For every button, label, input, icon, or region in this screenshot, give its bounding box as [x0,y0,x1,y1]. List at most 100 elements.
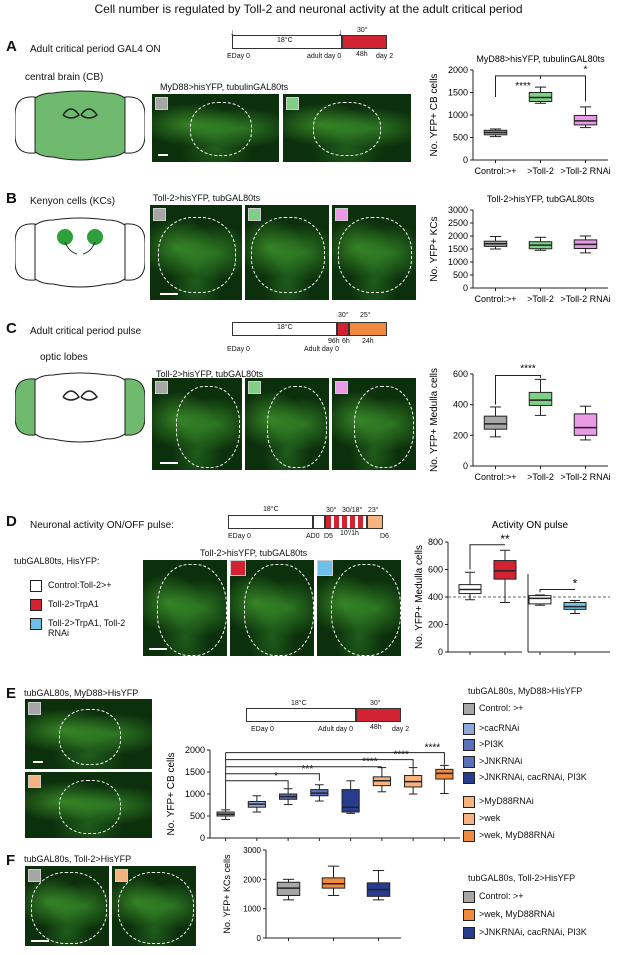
panel-d-heading: Neuronal activity ON/OFF pulse: [30,520,174,531]
panel-e-legend-title: tubGAL80s, MyD88>HisYFP [468,686,583,696]
panel-d-timeline: 18°C 30° 30/18° 23° EDay 0 AD0 D5 10'/1h… [228,506,389,540]
y-tick-label: 0 [257,934,262,943]
x-tick-label: >Toll-2 RNAi [560,294,610,304]
panel-c-micrograph-control [152,378,242,470]
panel-c-brain-label: optic lobes [40,352,88,363]
panel-b-micrograph-toll2 [245,205,329,300]
legend-f-label: Control: >+ [479,891,524,901]
legend-e-swatch [463,703,475,715]
panel-e-letter: E [6,685,17,702]
sig-label: ** [500,532,510,546]
legend-e-label: >JNKRNAi [479,756,523,766]
legend-e-label: Control: >+ [479,703,524,713]
panel-d-letter: D [6,513,17,530]
y-axis-label: No. YFP+ Medulla cells [414,545,425,649]
y-tick-label: 1000 [448,257,468,267]
panel-d-micro-label: Toll-2>hisYFP, tubGAL80ts [200,548,308,558]
panel-c-micrograph-toll2-rnai [332,378,416,470]
y-tick-label: 800 [428,537,443,547]
panel-a-heading: Adult critical period GAL4 ON [30,44,161,55]
kenyon-cells-diagram [15,217,145,288]
panel-d-genotype: tubGAL80ts, HisYFP: [14,556,100,566]
panel-e-timeline: 18°C 30° EDay 0 Adult day 0 48h day 2 [246,700,426,740]
chart-title: Activity ON pulse [492,520,569,531]
panel-f-letter: F [6,852,16,869]
y-tick-label: 600 [428,565,443,575]
panel-f-micrograph-wek [112,866,196,946]
panel-a-micro-label: MyD88>hisYFP, tubulinGAL80ts [160,82,289,92]
panel-a-micrograph-toll2 [283,94,411,162]
box [528,595,552,605]
legend-e-swatch [463,723,475,735]
y-tick-label: 1000 [185,789,205,799]
panel-f-micrograph-control [25,866,109,946]
legend-e-swatch [463,756,475,768]
optic-lobes-diagram [15,372,145,443]
box [341,789,360,813]
legend-e-swatch [463,813,475,825]
y-tick-label: 200 [453,430,468,440]
y-axis-label: No. YFP+ CB cells [166,753,177,836]
panel-a-brain-label: central brain (CB) [25,72,104,83]
panel-a-timeline: 18°C 30° EDay 0 adult day 0 48h day 2 ↓ … [227,27,394,60]
y-tick-label: 2500 [448,218,468,228]
panel-b-micrograph-control [150,205,242,300]
sig-bracket [495,75,541,97]
y-tick-label: 1000 [243,905,261,914]
sig-label: **** [425,743,441,754]
y-tick-label: 0 [463,283,468,293]
chart-title: MyD88>hisYFP, tubulinGAL80ts [476,54,605,64]
legend-e-label: >cacRNAi [479,723,520,733]
sig-label: *** [302,764,314,775]
y-tick-label: 2000 [448,231,468,241]
legend-e-swatch [463,739,475,751]
sig-bracket [225,773,320,781]
sig-label: **** [520,364,536,375]
sig-label: * [274,771,278,782]
legend-e-swatch [463,796,475,808]
panel-c-letter: C [6,320,17,337]
y-axis-label: No. YFP+ CB cells [429,74,440,157]
legend-e-label: >PI3K [479,739,504,749]
y-tick-label: 2000 [243,875,261,884]
panel-c-micro-label: Toll-2>hisYFP, tubGAL80ts [156,369,264,379]
y-tick-label: 400 [453,400,468,410]
sig-label: **** [515,81,531,92]
y-tick-label: 500 [190,811,205,821]
legend-f-label: >JNKRNAi, cacRNAi, PI3K [479,927,587,937]
panel-e-micrograph-control [25,699,152,769]
sig-label: **** [362,757,378,768]
y-tick-label: 500 [453,270,468,280]
x-tick-label: Control:>+ [474,294,516,304]
panel-b-letter: B [6,190,17,207]
chart-title: Toll-2>hisYFP, tubGAL80ts [487,194,595,204]
panel-a-boxplot: MyD88>hisYFP, tubulinGAL80ts050010001500… [429,54,611,176]
panel-f-genotype: tubGAL80s, Toll-2>HisYFP [24,854,132,864]
sig-label: **** [393,750,409,761]
y-tick-label: 0 [200,833,205,843]
panel-d-micrograph-trpa1-rnai [317,560,401,656]
x-tick-label: >Toll-2 RNAi [560,472,610,482]
box [573,413,598,436]
panel-e-genotype: tubGAL80s, MyD88>HisYFP [24,688,139,698]
central-brain-diagram [15,90,145,161]
y-tick-label: 500 [453,133,468,143]
y-tick-label: 2000 [448,65,468,75]
panel-e-micrograph-wek [25,772,152,838]
figure-title: Cell number is regulated by Toll-2 and n… [94,2,523,16]
legend-e-swatch [463,772,475,784]
sig-bracket [225,759,414,767]
sig-bracket [540,75,586,102]
y-tick-label: 3000 [243,846,261,855]
panel-c-heading: Adult critical period pulse [30,326,142,337]
y-axis-label: No. YFP+ Medulla cells [429,368,440,472]
x-tick-label: >Toll-2 [527,472,554,482]
y-tick-label: 0 [438,647,443,657]
sig-bracket [225,752,445,765]
y-tick-label: 200 [428,620,443,630]
legend-e-swatch [463,830,475,842]
y-axis-label: No. YFP+ KCs [429,216,440,281]
legend-e-label: >wek [479,813,501,823]
